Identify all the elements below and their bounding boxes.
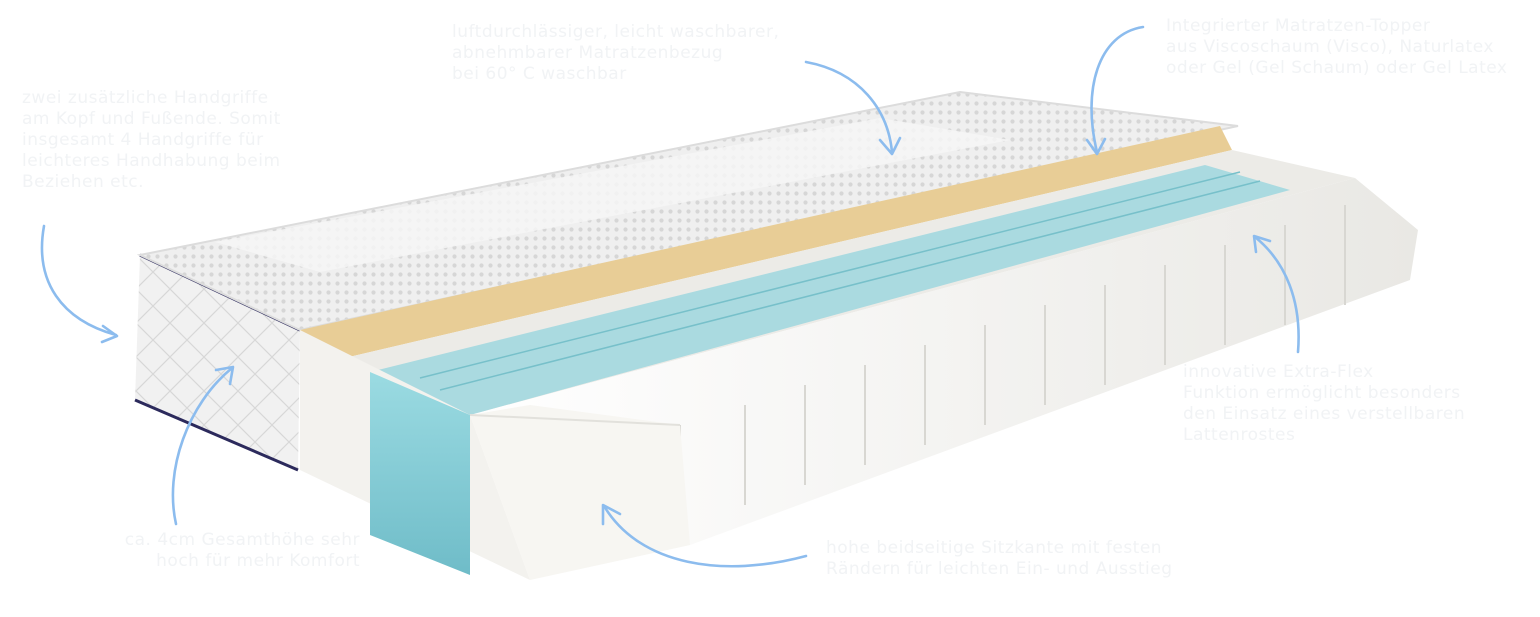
arrow-icon xyxy=(804,60,902,156)
annotation-integrated-topper: Integrierter Matratzen-Topper aus Viscos… xyxy=(1166,16,1508,78)
arrow-icon xyxy=(171,365,235,526)
arrow-icon xyxy=(40,224,119,344)
annotation-seat-edge: hohe beidseitige Sitzkante mit festen Rä… xyxy=(826,538,1173,579)
topper-layer xyxy=(300,126,1232,365)
foam-core-side xyxy=(470,178,1418,580)
cover-top-face xyxy=(136,90,1239,332)
annotation-removable-cover: luftdurchlässiger, leicht waschbarer, ab… xyxy=(452,22,780,84)
arrow-icon xyxy=(1085,25,1145,156)
annotation-extra-flex: innovative Extra-Flex Funktion ermöglich… xyxy=(1183,362,1466,445)
annotation-handles: zwei zusätzliche Handgriffe am Kopf und … xyxy=(22,88,281,192)
arrow-icon xyxy=(601,503,808,568)
annotation-total-height: ca. 4cm Gesamthöhe sehr hoch für mehr Ko… xyxy=(124,530,360,571)
arrow-icon xyxy=(1252,234,1300,354)
mattress-cross-section xyxy=(300,330,690,580)
gel-zone-grooves xyxy=(419,171,1261,391)
